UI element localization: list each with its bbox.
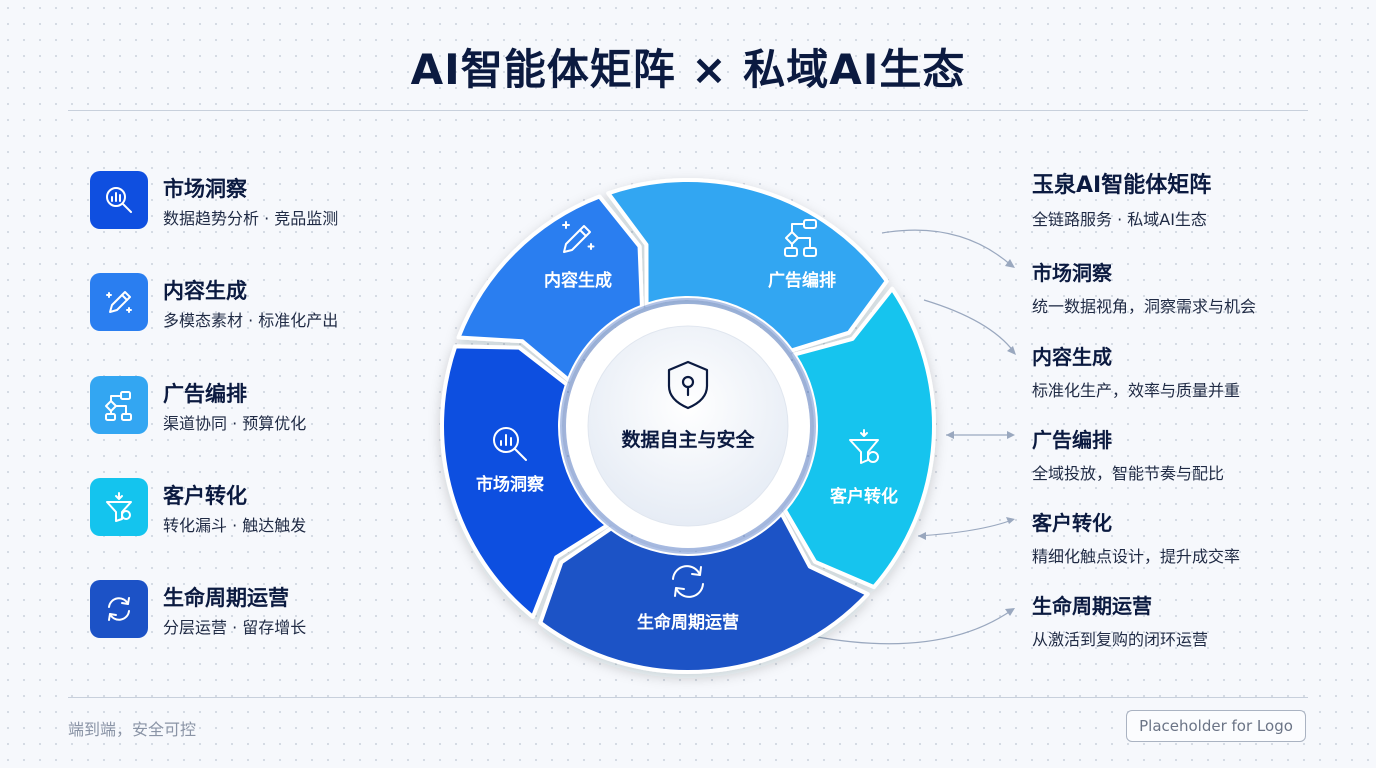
pen-sparkle-icon bbox=[562, 221, 595, 253]
flow-nodes-icon bbox=[784, 219, 817, 257]
pen-sparkle-icon bbox=[90, 273, 148, 331]
right-item-market-insight: 市场洞察 统一数据视角，洞察需求与机会 bbox=[1032, 257, 1352, 317]
right-item-desc: 全链路服务 · 私域AI生态 bbox=[1032, 210, 1207, 229]
segment-customer-conversion: 客户转化 bbox=[829, 429, 898, 507]
center-label: 数据自主与安全 bbox=[621, 428, 755, 451]
page-title: AI智能体矩阵 × 私域AI生态 bbox=[410, 45, 966, 94]
right-item-customer-conversion: 客户转化 精细化触点设计，提升成交率 bbox=[1032, 507, 1352, 567]
funnel-icon bbox=[90, 478, 148, 536]
left-item-desc: 渠道协同 · 预算优化 bbox=[163, 414, 307, 433]
right-item-matrix: 玉泉AI智能体矩阵 全链路服务 · 私域AI生态 bbox=[1032, 167, 1352, 230]
shield-lock-icon bbox=[667, 360, 709, 410]
cycle-arrows-icon bbox=[90, 580, 148, 638]
right-item-title: 生命周期运营 bbox=[1032, 594, 1152, 618]
segment-label: 市场洞察 bbox=[476, 474, 545, 495]
connector-arcs bbox=[811, 229, 1015, 645]
left-item-title: 生命周期运营 bbox=[163, 586, 289, 610]
right-item-title: 市场洞察 bbox=[1032, 261, 1112, 285]
segment-label: 客户转化 bbox=[829, 486, 898, 507]
magnifier-chart-icon bbox=[493, 427, 527, 461]
right-item-content-generation: 内容生成 标准化生产，效率与质量并重 bbox=[1032, 341, 1352, 401]
left-item-ad-orchestration: 广告编排 渠道协同 · 预算优化 bbox=[90, 376, 410, 438]
left-item-desc: 转化漏斗 · 触达触发 bbox=[163, 516, 307, 535]
left-item-customer-conversion: 客户转化 转化漏斗 · 触达触发 bbox=[90, 478, 410, 540]
flow-nodes-icon bbox=[90, 376, 148, 434]
right-item-title: 客户转化 bbox=[1032, 511, 1112, 535]
ring-segment-customer-conversion bbox=[782, 286, 936, 590]
right-item-title: 内容生成 bbox=[1032, 345, 1112, 369]
right-item-desc: 标准化生产，效率与质量并重 bbox=[1032, 381, 1241, 400]
left-item-desc: 数据趋势分析 · 竞品监测 bbox=[163, 209, 339, 228]
left-item-market-insight: 市场洞察 数据趋势分析 · 竞品监测 bbox=[90, 171, 410, 233]
footer-divider bbox=[68, 697, 1308, 698]
left-item-title: 客户转化 bbox=[163, 484, 247, 508]
segment-label: 广告编排 bbox=[768, 270, 836, 291]
ring-segment-ad-orchestration bbox=[606, 178, 889, 353]
segment-content-generation: 内容生成 bbox=[544, 221, 612, 291]
right-item-desc: 全域投放，智能节奏与配比 bbox=[1032, 464, 1225, 483]
segment-ad-orchestration: 广告编排 bbox=[768, 219, 836, 291]
right-item-lifecycle-ops: 生命周期运营 从激活到复购的闭环运营 bbox=[1032, 590, 1352, 650]
right-item-desc: 统一数据视角，洞察需求与机会 bbox=[1032, 297, 1257, 316]
left-item-content-generation: 内容生成 多模态素材 · 标准化产出 bbox=[90, 273, 410, 335]
left-item-desc: 分层运营 · 留存增长 bbox=[163, 618, 307, 637]
magnifier-chart-icon bbox=[90, 171, 148, 229]
logo-placeholder: Placeholder for Logo bbox=[1126, 710, 1306, 742]
cycle-arrows-icon bbox=[672, 565, 704, 598]
header-divider bbox=[68, 110, 1308, 111]
segment-label: 内容生成 bbox=[544, 270, 612, 291]
segment-lifecycle-ops: 生命周期运营 bbox=[637, 565, 739, 633]
left-item-lifecycle-ops: 生命周期运营 分层运营 · 留存增长 bbox=[90, 580, 410, 642]
funnel-icon bbox=[849, 429, 879, 464]
segment-market-insight: 市场洞察 bbox=[476, 427, 545, 495]
right-item-desc: 精细化触点设计，提升成交率 bbox=[1032, 547, 1241, 566]
footer-tagline: 端到端，安全可控 bbox=[68, 720, 197, 739]
left-item-title: 内容生成 bbox=[163, 279, 247, 303]
left-item-title: 广告编排 bbox=[163, 382, 247, 406]
segment-label: 生命周期运营 bbox=[637, 612, 739, 633]
ring-segment-content-generation bbox=[456, 194, 644, 382]
right-item-desc: 从激活到复购的闭环运营 bbox=[1032, 630, 1209, 649]
left-item-desc: 多模态素材 · 标准化产出 bbox=[163, 311, 339, 330]
ring-segment-lifecycle-ops bbox=[538, 511, 870, 674]
center-disc bbox=[587, 325, 789, 527]
right-item-title: 广告编排 bbox=[1032, 428, 1112, 452]
right-item-ad-orchestration: 广告编排 全域投放，智能节奏与配比 bbox=[1032, 424, 1352, 484]
right-item-title: 玉泉AI智能体矩阵 bbox=[1032, 173, 1212, 198]
left-item-title: 市场洞察 bbox=[163, 177, 247, 201]
ring-segment-market-insight bbox=[440, 344, 610, 619]
connector-arrowheads bbox=[918, 259, 1016, 616]
